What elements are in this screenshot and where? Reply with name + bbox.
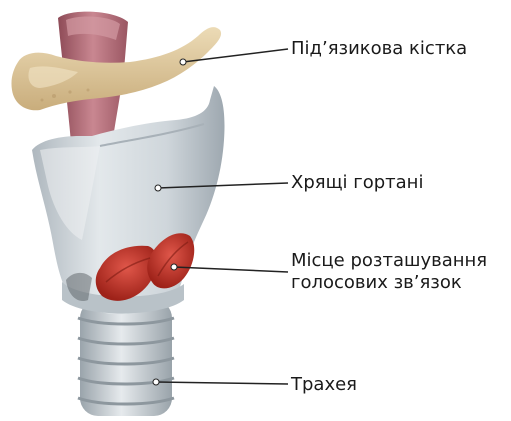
leader-line-vocal-folds	[174, 267, 288, 272]
leader-line-trachea	[156, 382, 288, 384]
leader-dot-hyoid	[180, 59, 186, 65]
trachea	[78, 300, 174, 416]
leader-dot-trachea	[153, 379, 159, 385]
label-vocal-folds-line2: голосових зв’язок	[291, 272, 487, 294]
label-vocal-folds-line1: Місце розташування	[291, 250, 487, 272]
leader-dot-cartilages	[155, 185, 161, 191]
label-laryngeal-cartilages: Хрящі гортані	[291, 172, 423, 194]
leader-dot-vocal-folds	[171, 264, 177, 270]
label-hyoid-bone: Під’язикова кістка	[291, 38, 467, 60]
label-trachea: Трахея	[291, 374, 357, 396]
label-vocal-folds: Місце розташування голосових зв’язок	[291, 250, 487, 294]
